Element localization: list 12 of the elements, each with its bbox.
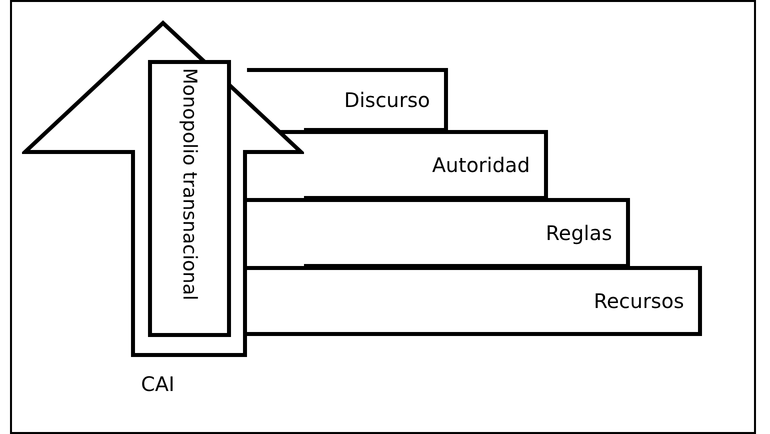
arrow-shape [22,20,304,358]
box-label: Reglas [546,221,612,245]
caption-text: CAI [141,372,175,396]
step-box [304,266,702,336]
box-label: Discurso [344,88,430,112]
text-box [148,60,231,337]
step-box [304,68,448,132]
step-box [304,130,548,200]
box-label: Monopolio transnacional [178,68,202,302]
box-label: Recursos [594,289,684,313]
step-box [304,198,630,268]
box-label: Autoridad [432,153,530,177]
